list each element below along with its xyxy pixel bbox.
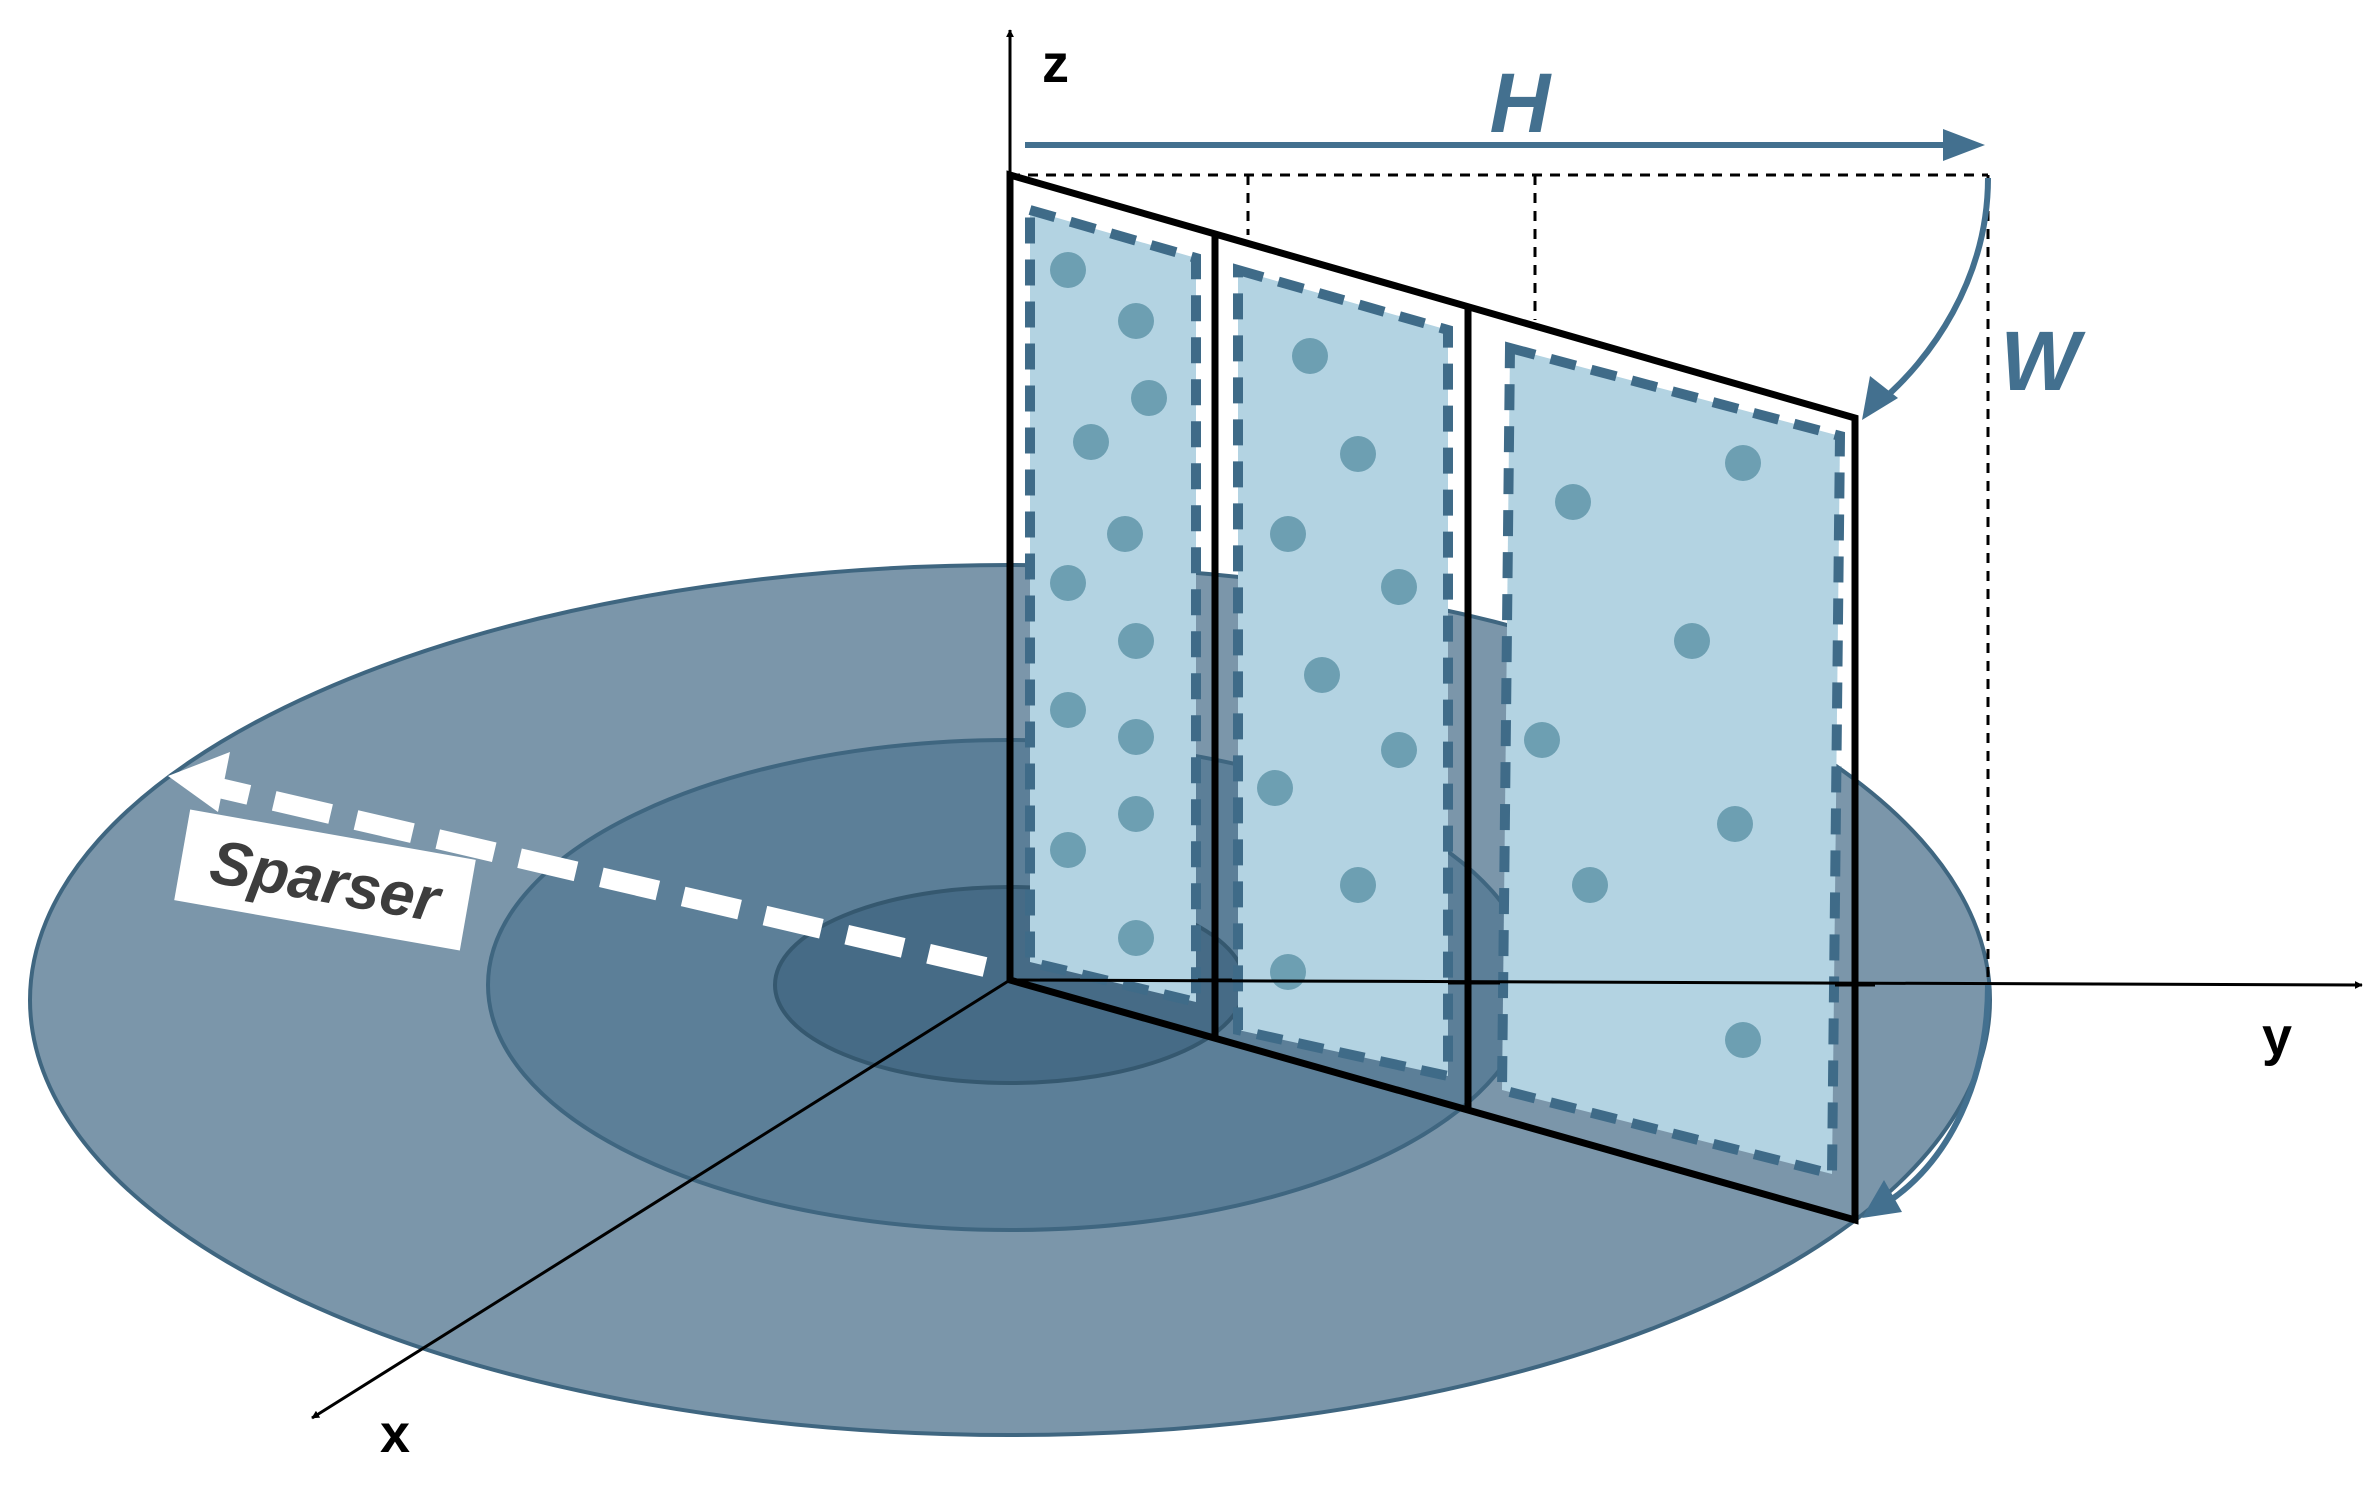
panel-2-region bbox=[1233, 263, 1453, 1083]
x-axis bbox=[311, 978, 1011, 1420]
point bbox=[1304, 657, 1340, 693]
x-axis-label: x bbox=[380, 1404, 410, 1464]
point bbox=[1717, 806, 1753, 842]
panel-2 bbox=[1233, 263, 1453, 1083]
coordinate-axes: z y x bbox=[311, 29, 2363, 1464]
point bbox=[1340, 436, 1376, 472]
point bbox=[1118, 920, 1154, 956]
panel-3-region bbox=[1496, 341, 1846, 1181]
h-arrow-head bbox=[1943, 129, 1985, 161]
point bbox=[1292, 338, 1328, 374]
point bbox=[1340, 867, 1376, 903]
point bbox=[1572, 867, 1608, 903]
panel-3-points bbox=[1524, 445, 1761, 1058]
point bbox=[1107, 516, 1143, 552]
sparser-arrow bbox=[168, 752, 988, 977]
panel-2-points bbox=[1257, 338, 1417, 990]
w-arrow-lower bbox=[1886, 984, 1991, 1205]
point bbox=[1555, 484, 1591, 520]
point bbox=[1131, 380, 1167, 416]
point bbox=[1725, 1022, 1761, 1058]
point bbox=[1381, 569, 1417, 605]
y-axis bbox=[1009, 978, 2363, 989]
point bbox=[1073, 424, 1109, 460]
point bbox=[1118, 719, 1154, 755]
w-label: W bbox=[2000, 314, 2086, 408]
h-label: H bbox=[1490, 56, 1553, 150]
point bbox=[1118, 796, 1154, 832]
point bbox=[1674, 623, 1710, 659]
y-axis-label: y bbox=[2262, 1007, 2292, 1067]
point bbox=[1050, 252, 1086, 288]
point bbox=[1050, 565, 1086, 601]
point bbox=[1050, 692, 1086, 728]
panel-1-region bbox=[1025, 203, 1201, 1009]
z-axis-label: z bbox=[1042, 34, 1069, 94]
point bbox=[1270, 954, 1306, 990]
panel-1 bbox=[1025, 203, 1201, 1009]
height-dimension: H bbox=[1025, 56, 1985, 161]
panel-3 bbox=[1496, 341, 1846, 1181]
point bbox=[1118, 303, 1154, 339]
point bbox=[1725, 445, 1761, 481]
w-arrow-upper bbox=[1878, 177, 1991, 405]
projection-guides bbox=[1010, 173, 1990, 985]
point bbox=[1381, 732, 1417, 768]
point bbox=[1524, 722, 1560, 758]
w-arrow-upper-head bbox=[1862, 376, 1898, 420]
point bbox=[1257, 770, 1293, 806]
point bbox=[1270, 516, 1306, 552]
point bbox=[1118, 623, 1154, 659]
point bbox=[1050, 832, 1086, 868]
width-dimension: W bbox=[1862, 177, 2086, 1218]
panel-1-points bbox=[1050, 252, 1167, 956]
w-arrow-lower-head bbox=[1862, 1180, 1902, 1218]
